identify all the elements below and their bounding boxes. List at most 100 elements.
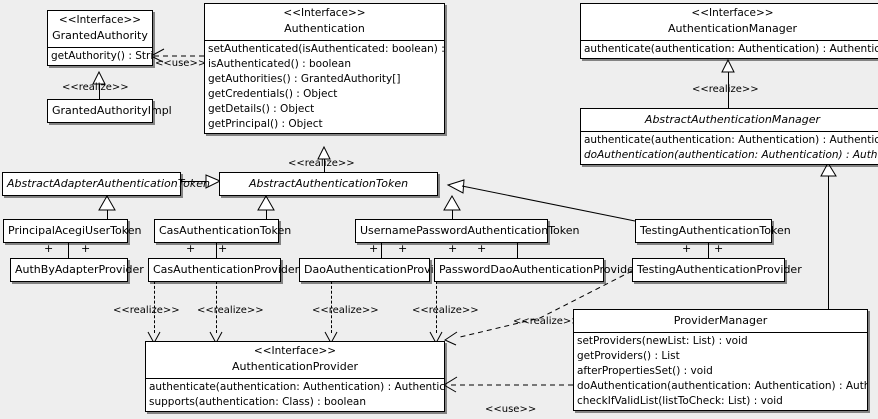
operation-row: authenticate(authentication: Authenticat… xyxy=(149,381,444,393)
class-box-cas-authentication-token[interactable]: CasAuthenticationToken xyxy=(154,219,292,243)
association-line-testing-token-to-testing-provider xyxy=(708,240,709,258)
realize-dashed-line-cas-provider xyxy=(216,281,217,333)
class-box-authentication-manager[interactable]: <<Interface>> AuthenticationManager auth… xyxy=(580,3,878,59)
operations-compartment-authentication-manager: authenticate(authentication: Authenticat… xyxy=(581,41,878,58)
association-multiplicity-marker: + xyxy=(218,242,228,255)
operation-row: authenticate(authentication: Authenticat… xyxy=(584,43,878,55)
association-line-cas-token-to-cas-provider xyxy=(216,240,217,258)
class-name-label: AuthenticationProvider xyxy=(231,360,359,373)
class-name-label: GrantedAuthority xyxy=(52,29,148,42)
class-box-principal-acegi-user-token[interactable]: PrincipalAcegiUserToken xyxy=(3,219,142,243)
class-name-label: DaoAuthenticationProvider xyxy=(304,263,452,276)
divider xyxy=(581,131,878,132)
class-header-cas-authentication-token: CasAuthenticationToken xyxy=(155,220,292,242)
operations-compartment-granted-authority: getAuthority() : String xyxy=(48,48,152,65)
class-name-label: GrantedAuthorityImpl xyxy=(52,104,172,117)
class-box-cas-authentication-provider[interactable]: CasAuthenticationProvider xyxy=(148,258,299,282)
class-header-testing-authentication-token: TestingAuthenticationToken xyxy=(636,220,791,242)
generalization-arrowhead-testing-token xyxy=(446,179,465,194)
class-box-provider-manager[interactable]: ProviderManager setProviders(newList: Li… xyxy=(573,309,868,411)
class-box-abstract-authentication-token[interactable]: AbstractAuthenticationToken xyxy=(219,172,438,196)
operations-compartment-authentication-provider: authenticate(authentication: Authenticat… xyxy=(146,379,444,411)
relationship-label-realize-password-dao-provider: <<realize>> xyxy=(412,305,479,316)
class-box-testing-authentication-provider[interactable]: TestingAuthenticationProvider xyxy=(632,258,802,282)
association-multiplicity-marker: + xyxy=(398,242,408,255)
generalization-arrowhead-cas-token xyxy=(257,194,275,211)
association-multiplicity-marker: + xyxy=(369,242,379,255)
class-header-abstract-authentication-token: AbstractAuthenticationToken xyxy=(220,173,437,195)
class-name-label: AuthByAdapterProvider xyxy=(15,263,144,276)
generalization-line-principal-token xyxy=(107,210,108,220)
operation-row: getProviders() : List xyxy=(577,350,680,362)
operation-row: checkIfValidList(listToCheck: List) : vo… xyxy=(577,395,783,407)
class-name-label: TestingAuthenticationProvider xyxy=(637,263,802,276)
generalization-arrowhead-principal-token xyxy=(98,194,116,211)
class-name-label: PrincipalAcegiUserToken xyxy=(8,224,142,237)
operation-row: setAuthenticated(isAuthenticated: boolea… xyxy=(208,43,444,55)
class-box-username-password-authentication-token[interactable]: UsernamePasswordAuthenticationToken xyxy=(355,219,580,243)
class-header-authentication: <<Interface>> Authentication xyxy=(205,4,444,40)
generalization-line-provider-manager xyxy=(828,176,829,309)
generalization-line-adapter-token xyxy=(180,181,207,182)
class-header-granted-authority: <<Interface>> GrantedAuthority xyxy=(48,11,152,47)
realize-arrowhead-authentication-manager xyxy=(721,58,735,73)
realize-line-abstract-authentication-manager xyxy=(728,72,729,108)
class-box-authentication[interactable]: <<Interface>> Authentication setAuthenti… xyxy=(204,3,445,134)
association-multiplicity-marker: + xyxy=(682,242,692,255)
operation-row: getAuthority() : String xyxy=(51,50,152,62)
class-header-abstract-authentication-manager: AbstractAuthenticationManager xyxy=(581,109,878,131)
relationship-label-realize-granted-authority-impl: <<realize>> xyxy=(62,82,129,93)
class-box-authentication-provider[interactable]: <<Interface>> AuthenticationProvider aut… xyxy=(145,341,445,412)
stereotype-label: <<Interface>> xyxy=(253,345,337,357)
class-box-granted-authority[interactable]: <<Interface>> GrantedAuthority getAuthor… xyxy=(47,10,153,66)
class-box-abstract-authentication-manager[interactable]: AbstractAuthenticationManager authentica… xyxy=(580,108,878,165)
association-multiplicity-marker: + xyxy=(81,242,91,255)
class-header-principal-acegi-user-token: PrincipalAcegiUserToken xyxy=(4,220,142,242)
class-header-granted-authority-impl: GrantedAuthorityImpl xyxy=(48,100,172,122)
class-header-abstract-adapter-authentication-token: AbstractAdapterAuthenticationToken xyxy=(3,173,210,195)
class-box-abstract-adapter-authentication-token[interactable]: AbstractAdapterAuthenticationToken xyxy=(2,172,210,196)
operation-row: doAuthentication(authentication: Authent… xyxy=(577,380,867,392)
class-box-password-dao-authentication-provider[interactable]: PasswordDaoAuthenticationProvider xyxy=(434,258,638,282)
realize-open-arrow-testing-provider xyxy=(443,331,458,346)
association-multiplicity-marker: + xyxy=(44,242,54,255)
realize-line-granted-authority-impl xyxy=(99,84,100,100)
divider xyxy=(146,378,444,379)
class-name-label: CasAuthenticationToken xyxy=(159,224,292,237)
class-box-granted-authority-impl[interactable]: GrantedAuthorityImpl xyxy=(47,99,172,123)
class-header-authentication-manager: <<Interface>> AuthenticationManager xyxy=(581,4,878,40)
class-name-label: AbstractAuthenticationManager xyxy=(644,113,821,126)
class-name-label: ProviderManager xyxy=(673,314,768,327)
divider xyxy=(581,40,878,41)
stereotype-label: <<Interface>> xyxy=(283,7,366,19)
generalization-arrowhead-username-token xyxy=(443,194,461,211)
operation-row: getDetails() : Object xyxy=(208,103,315,115)
class-box-auth-by-adapter-provider[interactable]: AuthByAdapterProvider xyxy=(10,258,144,282)
class-header-testing-authentication-provider: TestingAuthenticationProvider xyxy=(633,259,802,281)
class-header-cas-authentication-provider: CasAuthenticationProvider xyxy=(149,259,299,281)
relationship-label-use-granted-authority: <<use>> xyxy=(155,58,207,69)
class-name-label: TestingAuthenticationToken xyxy=(640,224,791,237)
association-multiplicity-marker: + xyxy=(186,242,196,255)
stereotype-label: <<Interface>> xyxy=(58,14,142,26)
class-name-label: AbstractAuthenticationToken xyxy=(248,177,409,190)
relationship-label-use-provider-manager: <<use>> xyxy=(485,404,537,415)
class-box-dao-authentication-provider[interactable]: DaoAuthenticationProvider xyxy=(299,258,452,282)
operation-row: getCredentials() : Object xyxy=(208,88,338,100)
operation-row: doAuthentication(authentication: Authent… xyxy=(584,149,878,161)
association-line-username-token-to-dao-provider xyxy=(381,240,382,258)
class-header-auth-by-adapter-provider: AuthByAdapterProvider xyxy=(11,259,144,281)
association-line-principal-to-auth-by-adapter xyxy=(68,240,69,258)
association-multiplicity-marker: + xyxy=(448,242,458,255)
class-header-username-password-authentication-token: UsernamePasswordAuthenticationToken xyxy=(356,220,580,242)
operation-row: supports(authentication: Class) : boolea… xyxy=(149,396,366,408)
class-header-password-dao-authentication-provider: PasswordDaoAuthenticationProvider xyxy=(435,259,638,281)
operations-compartment-abstract-authentication-manager: authenticate(authentication: Authenticat… xyxy=(581,132,878,164)
relationship-label-realize-provider-manager: <<realize>> xyxy=(513,316,580,327)
use-open-arrow-provider-manager xyxy=(443,376,458,393)
divider xyxy=(48,47,152,48)
generalization-line-username-token xyxy=(452,210,453,220)
association-multiplicity-marker: + xyxy=(477,242,487,255)
class-box-testing-authentication-token[interactable]: TestingAuthenticationToken xyxy=(635,219,791,243)
